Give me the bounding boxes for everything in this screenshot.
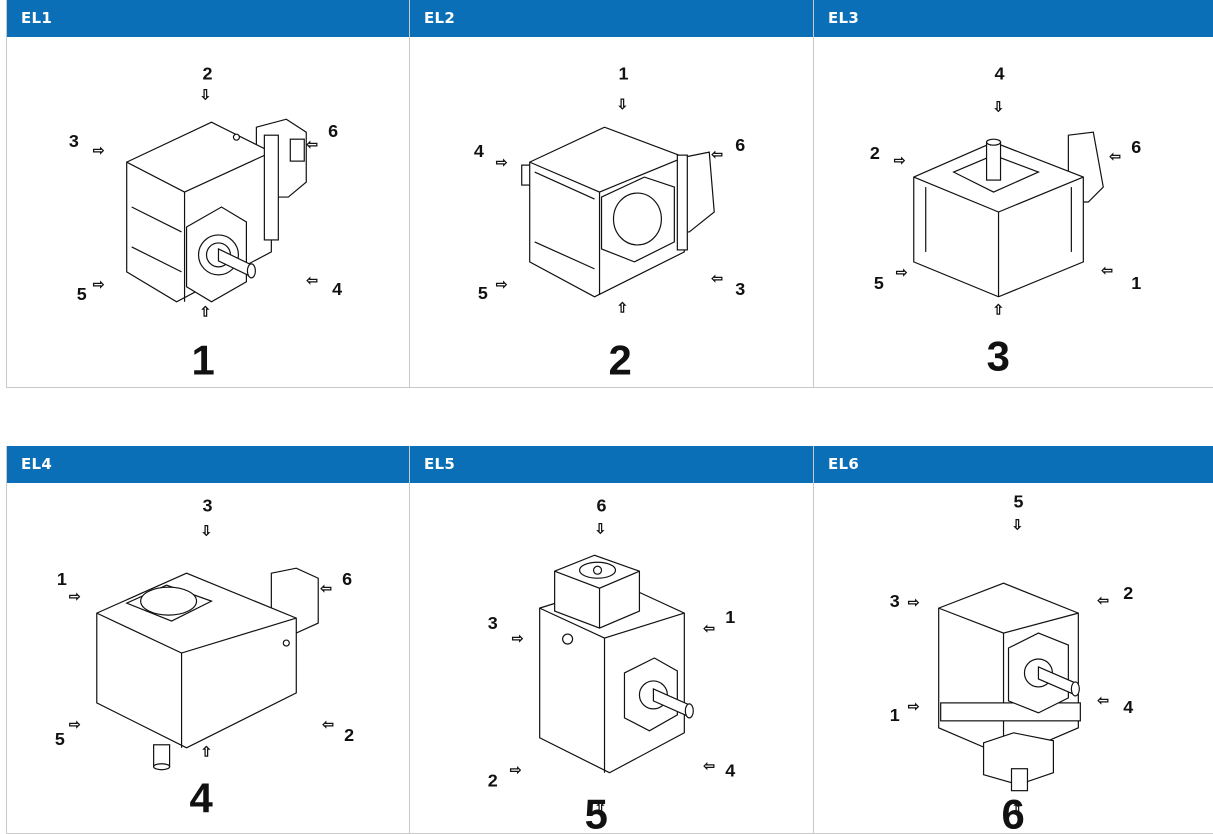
label-lower-left: 5 [77,284,87,304]
arrow-left-icon: ⇦ [321,716,334,732]
arrow-up-icon: ⇧ [993,302,1005,318]
arrow-left-icon: ⇦ [710,146,723,162]
label-top: 6 [597,495,607,515]
label-lower-right: 1 [1131,273,1141,293]
arrow-right-icon: ⇨ [908,698,920,714]
arrow-up-icon: ⇧ [201,744,213,760]
position-number: 4 [190,775,214,822]
mounting-positions-row-1: EL1 [6,0,1213,388]
panel-el3: EL3 4 ⇩ 2 ⇨ 6 ⇦ 5 ⇨ 1 ⇦ [814,0,1213,388]
position-number: 3 [987,333,1010,380]
panel-header: EL3 [814,0,1213,37]
panel-header: EL6 [814,446,1213,483]
gearbox-drawing [539,554,694,774]
position-number: 6 [1002,791,1025,834]
arrow-left-icon: ⇦ [305,136,318,152]
panel-header: EL2 [410,0,813,37]
arrow-up-icon: ⇧ [200,304,212,320]
label-lower-right: 3 [735,279,745,299]
label-lower-right: 2 [344,725,354,745]
label-top: 2 [203,63,213,83]
gearbox-drawing [96,567,319,771]
arrow-left-icon: ⇦ [702,620,715,636]
arrow-right-icon: ⇨ [510,762,522,778]
direction-labels: 5 ⇩ 3 ⇨ 2 ⇦ 1 ⇨ 4 ⇦ ⇧ 6 [890,491,1133,834]
arrow-left-icon: ⇦ [319,580,332,596]
arrow-down-icon: ⇩ [616,96,628,112]
label-upper-left: 3 [69,131,79,151]
arrow-right-icon: ⇨ [896,264,908,280]
arrow-up-icon: ⇧ [595,800,607,816]
arrow-right-icon: ⇨ [496,154,508,170]
label-top: 5 [1014,491,1024,511]
label-lower-right: 4 [725,761,735,781]
mounting-positions-row-2: EL4 3 ⇩ 1 ⇨ 6 ⇦ 5 ⇨ 2 ⇦ [6,446,1213,834]
arrow-right-icon: ⇨ [908,594,920,610]
arrow-down-icon: ⇩ [201,522,213,538]
position-number: 2 [609,337,632,384]
label-upper-right: 6 [1131,137,1141,157]
direction-labels: 2 ⇩ 3 ⇨ 6 ⇦ 5 ⇨ 4 ⇦ ⇧ 1 [69,63,342,384]
gearbox-drawing [913,131,1104,298]
label-upper-left: 2 [870,143,880,163]
gearbox-drawing [938,582,1081,792]
label-lower-left: 5 [478,283,488,303]
arrow-up-icon: ⇧ [616,300,628,316]
arrow-right-icon: ⇨ [69,588,81,604]
arrow-up-icon: ⇧ [1012,800,1024,816]
label-upper-right: 6 [342,569,352,589]
label-upper-left: 1 [57,569,67,589]
arrow-right-icon: ⇨ [512,630,524,646]
direction-labels: 4 ⇩ 2 ⇨ 6 ⇦ 5 ⇨ 1 ⇦ ⇧ 3 [870,63,1141,380]
label-upper-right: 1 [725,607,735,627]
arrow-left-icon: ⇦ [1100,262,1113,278]
panel-el5: EL5 6 ⇩ 3 ⇨ 1 ⇦ [410,446,814,834]
arrow-down-icon: ⇩ [993,98,1005,114]
arrow-right-icon: ⇨ [93,276,105,292]
label-upper-right: 6 [735,135,745,155]
label-upper-left: 3 [488,613,498,633]
panel-el4: EL4 3 ⇩ 1 ⇨ 6 ⇦ 5 ⇨ 2 ⇦ [7,446,410,834]
position-number: 5 [585,791,608,834]
label-upper-right: 6 [328,121,338,141]
label-lower-left: 5 [874,273,884,293]
arrow-right-icon: ⇨ [69,716,81,732]
arrow-down-icon: ⇩ [1012,516,1024,532]
panel-header: EL5 [410,446,813,483]
arrow-left-icon: ⇦ [710,270,723,286]
gearbox-drawing [521,126,715,298]
arrow-down-icon: ⇩ [595,520,607,536]
arrow-right-icon: ⇨ [496,276,508,292]
label-lower-left: 5 [55,729,65,749]
label-top: 1 [618,63,628,83]
panel-header: EL1 [7,0,409,37]
arrow-left-icon: ⇦ [702,758,715,774]
label-top: 3 [203,495,213,515]
label-upper-left: 4 [474,141,484,161]
panel-header: EL4 [7,446,409,483]
panel-el2: EL2 1 ⇩ 4 ⇨ 6 ⇦ 5 ⇨ 3 [410,0,814,388]
arrow-left-icon: ⇦ [1108,148,1121,164]
arrow-down-icon: ⇩ [200,86,212,102]
label-top: 4 [995,63,1005,83]
arrow-left-icon: ⇦ [1096,692,1109,708]
gearbox-drawing [126,118,307,303]
label-upper-left: 3 [890,591,900,611]
direction-labels: 6 ⇩ 3 ⇨ 1 ⇦ 2 ⇨ 4 ⇦ ⇧ 5 [488,495,735,834]
arrow-left-icon: ⇦ [305,272,318,288]
direction-labels: 1 ⇩ 4 ⇨ 6 ⇦ 5 ⇨ 3 ⇦ ⇧ 2 [474,63,745,384]
position-number: 1 [192,337,215,384]
arrow-left-icon: ⇦ [1096,592,1109,608]
label-lower-right: 4 [332,279,342,299]
label-lower-left: 1 [890,705,900,725]
label-lower-left: 2 [488,771,498,791]
arrow-right-icon: ⇨ [894,152,906,168]
direction-labels: 3 ⇩ 1 ⇨ 6 ⇦ 5 ⇨ 2 ⇦ ⇧ 4 [55,495,354,822]
label-upper-right: 2 [1123,583,1133,603]
arrow-right-icon: ⇨ [93,142,105,158]
label-lower-right: 4 [1123,697,1133,717]
panel-el1: EL1 [7,0,410,388]
panel-el6: EL6 5 ⇩ 3 ⇨ 2 ⇦ 1 ⇨ 4 [814,446,1213,834]
